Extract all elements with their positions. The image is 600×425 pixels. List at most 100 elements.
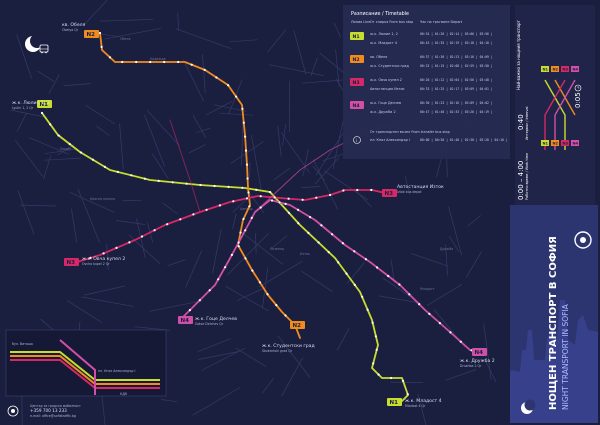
stop-marker[interactable] bbox=[198, 299, 201, 302]
stop-marker[interactable] bbox=[135, 60, 138, 64]
stop-marker[interactable] bbox=[163, 60, 166, 64]
stop-marker[interactable] bbox=[157, 179, 160, 182]
stop-marker[interactable] bbox=[128, 241, 131, 244]
stop-marker[interactable] bbox=[245, 163, 249, 166]
stop-marker[interactable] bbox=[353, 250, 356, 253]
stop-marker[interactable] bbox=[227, 84, 230, 87]
stop-marker[interactable] bbox=[89, 256, 92, 259]
stop-marker[interactable] bbox=[192, 213, 195, 216]
stop-marker[interactable] bbox=[375, 348, 378, 351]
badge-n2-north[interactable]: N2 bbox=[84, 30, 99, 38]
badge-n4-west[interactable]: N4 bbox=[178, 316, 193, 324]
stop-marker[interactable] bbox=[406, 393, 409, 396]
stop-marker[interactable] bbox=[232, 200, 235, 203]
stop-marker[interactable] bbox=[237, 245, 240, 248]
stop-marker[interactable] bbox=[190, 63, 193, 66]
stop-marker[interactable] bbox=[246, 177, 249, 180]
stop-marker[interactable] bbox=[258, 281, 261, 284]
stop-marker[interactable] bbox=[401, 379, 405, 382]
stop-marker[interactable] bbox=[188, 309, 191, 312]
stop-marker[interactable] bbox=[224, 266, 227, 269]
stop-marker[interactable] bbox=[459, 340, 462, 343]
stop-marker[interactable] bbox=[366, 308, 369, 311]
stop-marker[interactable] bbox=[284, 314, 287, 317]
stop-marker[interactable] bbox=[418, 303, 421, 306]
stop-marker[interactable] bbox=[199, 183, 202, 187]
stop-marker[interactable] bbox=[57, 134, 60, 137]
stop-marker[interactable] bbox=[278, 201, 281, 204]
stop-marker[interactable] bbox=[248, 205, 251, 208]
stop-marker[interactable] bbox=[428, 312, 431, 315]
stop-marker[interactable] bbox=[68, 142, 71, 146]
stop-marker[interactable] bbox=[241, 186, 244, 189]
stop-marker[interactable] bbox=[40, 111, 44, 115]
stop-marker[interactable] bbox=[301, 198, 304, 201]
stop-marker[interactable] bbox=[235, 95, 238, 98]
stop-marker[interactable] bbox=[91, 158, 94, 161]
stop-marker[interactable] bbox=[353, 283, 356, 286]
stop-marker[interactable] bbox=[121, 60, 124, 64]
stop-marker[interactable] bbox=[215, 76, 218, 79]
stop-marker[interactable] bbox=[247, 191, 250, 194]
stop-marker[interactable] bbox=[398, 283, 401, 286]
stop-marker[interactable] bbox=[108, 56, 112, 59]
stop-marker[interactable] bbox=[377, 373, 380, 376]
stop-marker[interactable] bbox=[370, 188, 373, 192]
badge-n1-west[interactable]: N1 bbox=[37, 100, 52, 108]
stop-marker[interactable] bbox=[337, 261, 340, 264]
route-n2-line[interactable] bbox=[99, 32, 301, 339]
stop-marker[interactable] bbox=[329, 193, 332, 197]
stop-marker[interactable] bbox=[269, 191, 272, 194]
stop-marker[interactable] bbox=[364, 258, 367, 261]
stop-marker[interactable] bbox=[103, 165, 106, 168]
stop-marker[interactable] bbox=[259, 206, 262, 209]
stop-marker[interactable] bbox=[245, 197, 249, 200]
stop-marker[interactable] bbox=[284, 202, 287, 205]
stop-marker[interactable] bbox=[244, 229, 247, 232]
stop-marker[interactable] bbox=[242, 121, 245, 124]
stop-marker[interactable] bbox=[361, 295, 364, 298]
stop-marker[interactable] bbox=[342, 189, 345, 192]
stop-marker[interactable] bbox=[320, 224, 323, 227]
stop-marker[interactable] bbox=[449, 331, 452, 334]
stop-marker[interactable] bbox=[208, 289, 211, 292]
stop-marker[interactable] bbox=[266, 293, 269, 296]
company-logo-icon[interactable] bbox=[574, 231, 592, 249]
stop-marker[interactable] bbox=[166, 223, 169, 226]
stop-marker[interactable] bbox=[408, 293, 411, 296]
stop-marker[interactable] bbox=[185, 182, 188, 185]
stop-marker[interactable] bbox=[230, 253, 233, 256]
stop-marker[interactable] bbox=[297, 222, 300, 225]
stop-marker[interactable] bbox=[203, 68, 206, 71]
stop-marker[interactable] bbox=[259, 195, 262, 198]
stop-marker[interactable] bbox=[98, 31, 102, 35]
stop-marker[interactable] bbox=[371, 321, 374, 324]
stop-marker[interactable] bbox=[387, 274, 390, 278]
stop-marker[interactable] bbox=[374, 335, 377, 338]
stop-marker[interactable] bbox=[438, 322, 441, 325]
stop-marker[interactable] bbox=[217, 278, 220, 281]
stop-marker[interactable] bbox=[307, 231, 310, 234]
badge-n2-south[interactable]: N2 bbox=[290, 321, 305, 329]
stop-marker[interactable] bbox=[317, 241, 320, 244]
route-n4-line[interactable] bbox=[179, 199, 481, 353]
stop-marker[interactable] bbox=[273, 196, 276, 199]
stop-marker[interactable] bbox=[49, 123, 52, 126]
stop-marker[interactable] bbox=[177, 60, 180, 64]
stop-marker[interactable] bbox=[237, 241, 240, 244]
stop-marker[interactable] bbox=[130, 174, 133, 177]
stop-marker[interactable] bbox=[100, 45, 103, 49]
stop-marker[interactable] bbox=[390, 376, 393, 380]
stop-marker[interactable] bbox=[356, 188, 359, 192]
stop-marker[interactable] bbox=[376, 266, 379, 269]
stop-marker[interactable] bbox=[115, 246, 118, 249]
stop-marker[interactable] bbox=[345, 272, 348, 275]
stop-marker[interactable] bbox=[275, 304, 278, 307]
stop-marker[interactable] bbox=[270, 199, 274, 202]
stop-marker[interactable] bbox=[251, 269, 254, 272]
stop-marker[interactable] bbox=[149, 60, 152, 64]
stop-marker[interactable] bbox=[218, 204, 221, 207]
stop-marker[interactable] bbox=[341, 242, 344, 245]
stop-marker[interactable] bbox=[327, 251, 330, 254]
stop-marker[interactable] bbox=[171, 181, 174, 184]
